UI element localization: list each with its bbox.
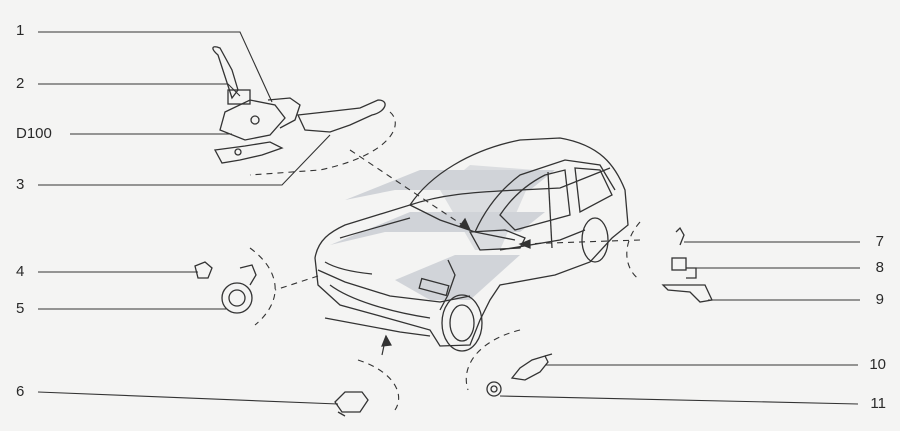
callout-8: 8	[875, 259, 884, 276]
callout-5: 5	[16, 300, 25, 317]
leader-6	[37, 391, 339, 405]
steering-column-switch-drawing	[212, 46, 386, 164]
callout-6: 6	[16, 383, 25, 400]
sensor-part-10-11-drawing	[486, 353, 553, 397]
callout-1: 1	[16, 22, 25, 39]
arrows	[381, 217, 531, 356]
callout-3: 3	[16, 176, 25, 193]
callout-11: 11	[870, 395, 886, 412]
leader-lines	[37, 31, 860, 405]
switch-part-6-drawing	[334, 391, 369, 417]
leader-3	[38, 134, 331, 186]
leader-11	[499, 395, 859, 405]
callout-D100: D100	[16, 125, 52, 142]
callout-7: 7	[875, 233, 884, 250]
callout-10: 10	[869, 356, 886, 373]
callout-9: 9	[875, 291, 884, 308]
callout-2: 2	[16, 75, 25, 92]
leader-1	[38, 31, 273, 103]
leader-2	[38, 83, 241, 97]
horn-drawing	[194, 261, 257, 314]
sensor-bracket-drawing	[661, 226, 713, 303]
car-illustration	[314, 137, 629, 352]
detail-arcs	[249, 111, 641, 411]
watermark-logo	[330, 165, 555, 300]
callout-4: 4	[16, 263, 25, 280]
